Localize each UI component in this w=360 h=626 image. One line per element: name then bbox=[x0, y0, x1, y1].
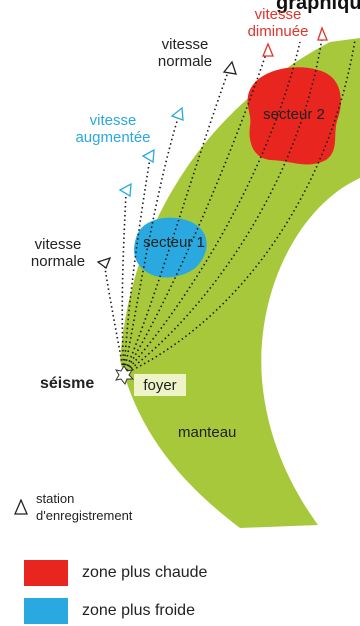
label-speed-increased: vitesse augmentée bbox=[72, 112, 154, 146]
legend-hot: zone plus chaude bbox=[24, 560, 207, 586]
legend-station-line: station bbox=[36, 490, 132, 507]
label-line: vitesse bbox=[72, 112, 154, 129]
legend-hot-swatch bbox=[24, 560, 68, 586]
label-sector-2: secteur 2 bbox=[254, 106, 334, 123]
label-line: augmentée bbox=[72, 129, 154, 146]
label-speed-normal-left: vitesse normale bbox=[22, 236, 94, 270]
legend-station-line: d'enregistrement bbox=[36, 507, 132, 524]
label-line: vitesse bbox=[150, 36, 220, 53]
label-line: normale bbox=[150, 53, 220, 70]
legend-cold-label: zone plus froide bbox=[82, 602, 195, 620]
label-earthquake: séisme bbox=[40, 375, 94, 392]
label-line: normale bbox=[22, 253, 94, 270]
station-icon bbox=[318, 28, 327, 40]
label-sector-1: secteur 1 bbox=[136, 234, 212, 251]
station-icon bbox=[143, 150, 154, 162]
label-mantle: manteau bbox=[178, 424, 236, 441]
label-line: vitesse bbox=[22, 236, 94, 253]
label-line: vitesse bbox=[240, 6, 316, 23]
station-icon bbox=[120, 184, 131, 196]
station-icon bbox=[224, 62, 236, 74]
station-key-icon bbox=[14, 499, 28, 515]
label-line: diminuée bbox=[240, 23, 316, 40]
station-icon bbox=[263, 44, 273, 56]
label-speed-decreased: vitesse diminuée bbox=[240, 6, 316, 40]
station-icon bbox=[98, 258, 110, 268]
station-icon bbox=[172, 108, 183, 120]
label-focus: foyer bbox=[136, 377, 184, 394]
legend-cold: zone plus froide bbox=[24, 598, 195, 624]
label-speed-normal-top: vitesse normale bbox=[150, 36, 220, 70]
legend-cold-swatch bbox=[24, 598, 68, 624]
legend-hot-label: zone plus chaude bbox=[82, 564, 207, 582]
